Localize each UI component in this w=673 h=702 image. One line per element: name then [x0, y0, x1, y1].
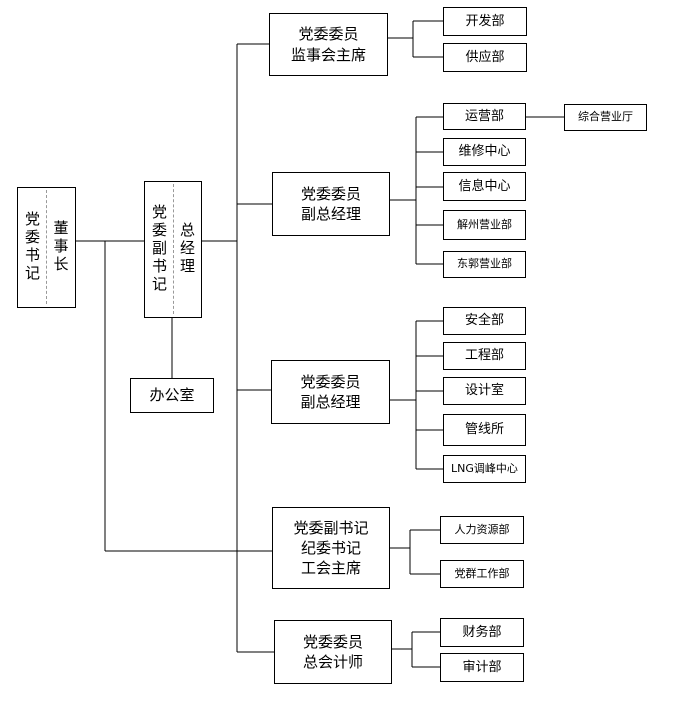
leader-label: 党委委员 总会计师	[302, 632, 363, 671]
dept-box: 财务部	[440, 618, 524, 647]
dept-box: 安全部	[443, 307, 526, 335]
dept-label: 工程部	[464, 348, 504, 364]
dept-box: 设计室	[443, 377, 526, 405]
dept-box: 维修中心	[443, 138, 526, 166]
dept-label: 开发部	[465, 13, 505, 29]
dept-box: 人力资源部	[440, 516, 524, 544]
dept-label: 党群工作部	[454, 566, 510, 580]
leader-box-deputy-secretary: 党委副书记 纪委书记 工会主席	[272, 507, 390, 589]
office-box: 办公室	[130, 378, 214, 413]
dept-box: 工程部	[443, 342, 526, 370]
leader-box-supervisory: 党委委员 监事会主席	[269, 13, 388, 76]
secretary-chairman-divider	[46, 190, 47, 304]
deputy-secretary-gm-divider	[173, 184, 174, 314]
dept-label: 解州营业部	[457, 217, 512, 231]
dept-label: 人力资源部	[454, 522, 510, 536]
leader-box-chief-accountant: 党委委员 总会计师	[274, 620, 392, 684]
leader-box-deputy-gm-operations: 党委委员 副总经理	[272, 172, 390, 236]
dept-box: 管线所	[443, 414, 526, 446]
dept-label: 管线所	[464, 422, 504, 438]
dept-label: 综合营业厅	[578, 110, 633, 124]
office-label: 办公室	[149, 386, 195, 405]
dept-box: LNG调峰中心	[443, 455, 526, 483]
dept-label: 信息中心	[458, 178, 511, 194]
dept-label: 维修中心	[458, 144, 511, 160]
dept-box: 东郭营业部	[443, 251, 526, 278]
dept-box: 信息中心	[443, 172, 526, 201]
deputy-secretary-label: 党委副书记	[150, 204, 168, 294]
leader-label: 党委委员 监事会主席	[290, 25, 366, 64]
chairman-label: 董事长	[51, 220, 70, 274]
general-manager-label: 总经理	[178, 222, 196, 276]
leader-box-deputy-gm-engineering: 党委委员 副总经理	[271, 360, 390, 424]
leader-label: 党委委员 副总经理	[300, 184, 361, 223]
dept-box: 党群工作部	[440, 560, 524, 588]
dept-box: 运营部	[443, 103, 526, 130]
dept-box: 审计部	[440, 653, 524, 682]
dept-box: 开发部	[443, 7, 527, 36]
dept-label: 东郭营业部	[457, 257, 512, 271]
dept-label: 安全部	[464, 313, 504, 329]
leader-label: 党委委员 副总经理	[300, 372, 361, 411]
dept-label: 审计部	[462, 659, 502, 675]
dept-label: 财务部	[462, 624, 502, 640]
leader-label: 党委副书记 纪委书记 工会主席	[293, 518, 369, 578]
dept-label: 运营部	[464, 108, 504, 124]
dept-box: 供应部	[443, 43, 527, 72]
dept-label: 设计室	[464, 383, 504, 399]
party-secretary-label: 党委书记	[23, 211, 41, 283]
dept-label: 供应部	[465, 49, 505, 65]
dept-box-sub: 综合营业厅	[564, 104, 647, 131]
dept-box: 解州营业部	[443, 210, 526, 240]
dept-label: LNG调峰中心	[451, 461, 518, 475]
